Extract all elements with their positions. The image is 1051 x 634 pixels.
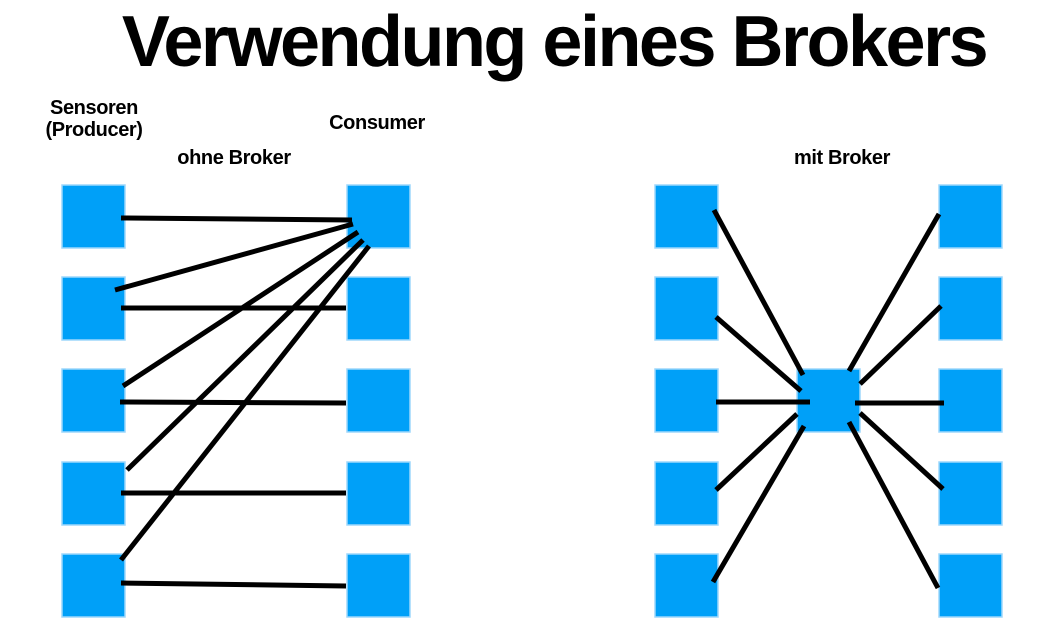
right-edge-producer-2-to-broker	[714, 315, 803, 393]
left-consumer-box-3	[346, 368, 411, 433]
right-consumer-box-4	[938, 461, 1003, 526]
right-edge-producer-5-to-broker	[710, 424, 807, 584]
right-edge-producer-1-to-broker	[711, 208, 806, 377]
right-edge-broker-to-consumer-2	[858, 304, 943, 386]
left-edge-producer-1-to-consumer-1	[120, 215, 353, 223]
left-consumer-box-2	[346, 276, 411, 341]
left-consumer-box-1	[346, 184, 411, 249]
right-producer-box-1	[654, 184, 719, 249]
right-producer-box-3	[654, 368, 719, 433]
left-edge-producer-5-to-consumer-5	[120, 580, 347, 589]
producers-label-line1: Sensoren	[50, 97, 138, 119]
right-consumer-box-3	[938, 368, 1003, 433]
right-edge-producer-4-to-broker	[714, 412, 799, 492]
right-consumer-box-1	[938, 184, 1003, 249]
without-broker-label: ohne Broker	[177, 147, 291, 169]
right-edge-broker-to-consumer-5	[846, 420, 941, 590]
left-producer-box-2	[61, 276, 126, 341]
right-consumer-box-2	[938, 276, 1003, 341]
left-producer-box-3	[61, 368, 126, 433]
left-edge-producer-4-to-consumer-1	[125, 238, 365, 472]
right-edge-broker-to-consumer-4	[858, 411, 945, 491]
right-producer-box-5	[654, 553, 719, 618]
left-consumer-box-5	[346, 553, 411, 618]
left-producer-box-1	[61, 184, 126, 249]
right-consumer-box-5	[938, 553, 1003, 618]
left-edge-producer-2-to-consumer-1	[114, 221, 354, 293]
left-edge-producer-3-to-consumer-3	[119, 399, 347, 406]
producers-label: Sensoren (Producer)	[45, 97, 143, 141]
left-consumer-box-4	[346, 461, 411, 526]
with-broker-label: mit Broker	[793, 147, 891, 169]
right-edge-broker-to-consumer-1	[846, 212, 942, 373]
left-producer-box-5	[61, 553, 126, 618]
left-producer-box-4	[61, 461, 126, 526]
consumer-label: Consumer	[329, 112, 425, 134]
right-producer-box-4	[654, 461, 719, 526]
right-producer-box-2	[654, 276, 719, 341]
slide-title: Verwendung eines Brokers	[121, 2, 989, 82]
producers-label-line2: (Producer)	[45, 119, 143, 141]
